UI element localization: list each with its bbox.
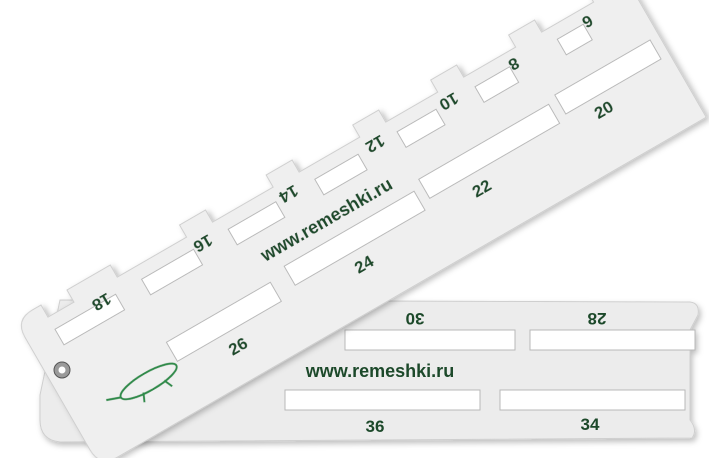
slot — [344, 329, 516, 351]
slot — [499, 389, 686, 411]
size-label: 30 — [406, 309, 425, 328]
website-text: www.remeshki.ru — [305, 361, 454, 381]
slot — [284, 389, 481, 411]
crocodile-logo — [106, 362, 178, 403]
size-label: 28 — [588, 309, 607, 328]
size-label: 36 — [366, 417, 385, 436]
size-label: 34 — [581, 415, 600, 434]
slot — [529, 329, 696, 351]
top-gauge-plate: 18 16 14 12 10 8 6 www.remeshki.ru 26 24… — [20, 0, 707, 458]
rivet-icon — [53, 361, 71, 379]
